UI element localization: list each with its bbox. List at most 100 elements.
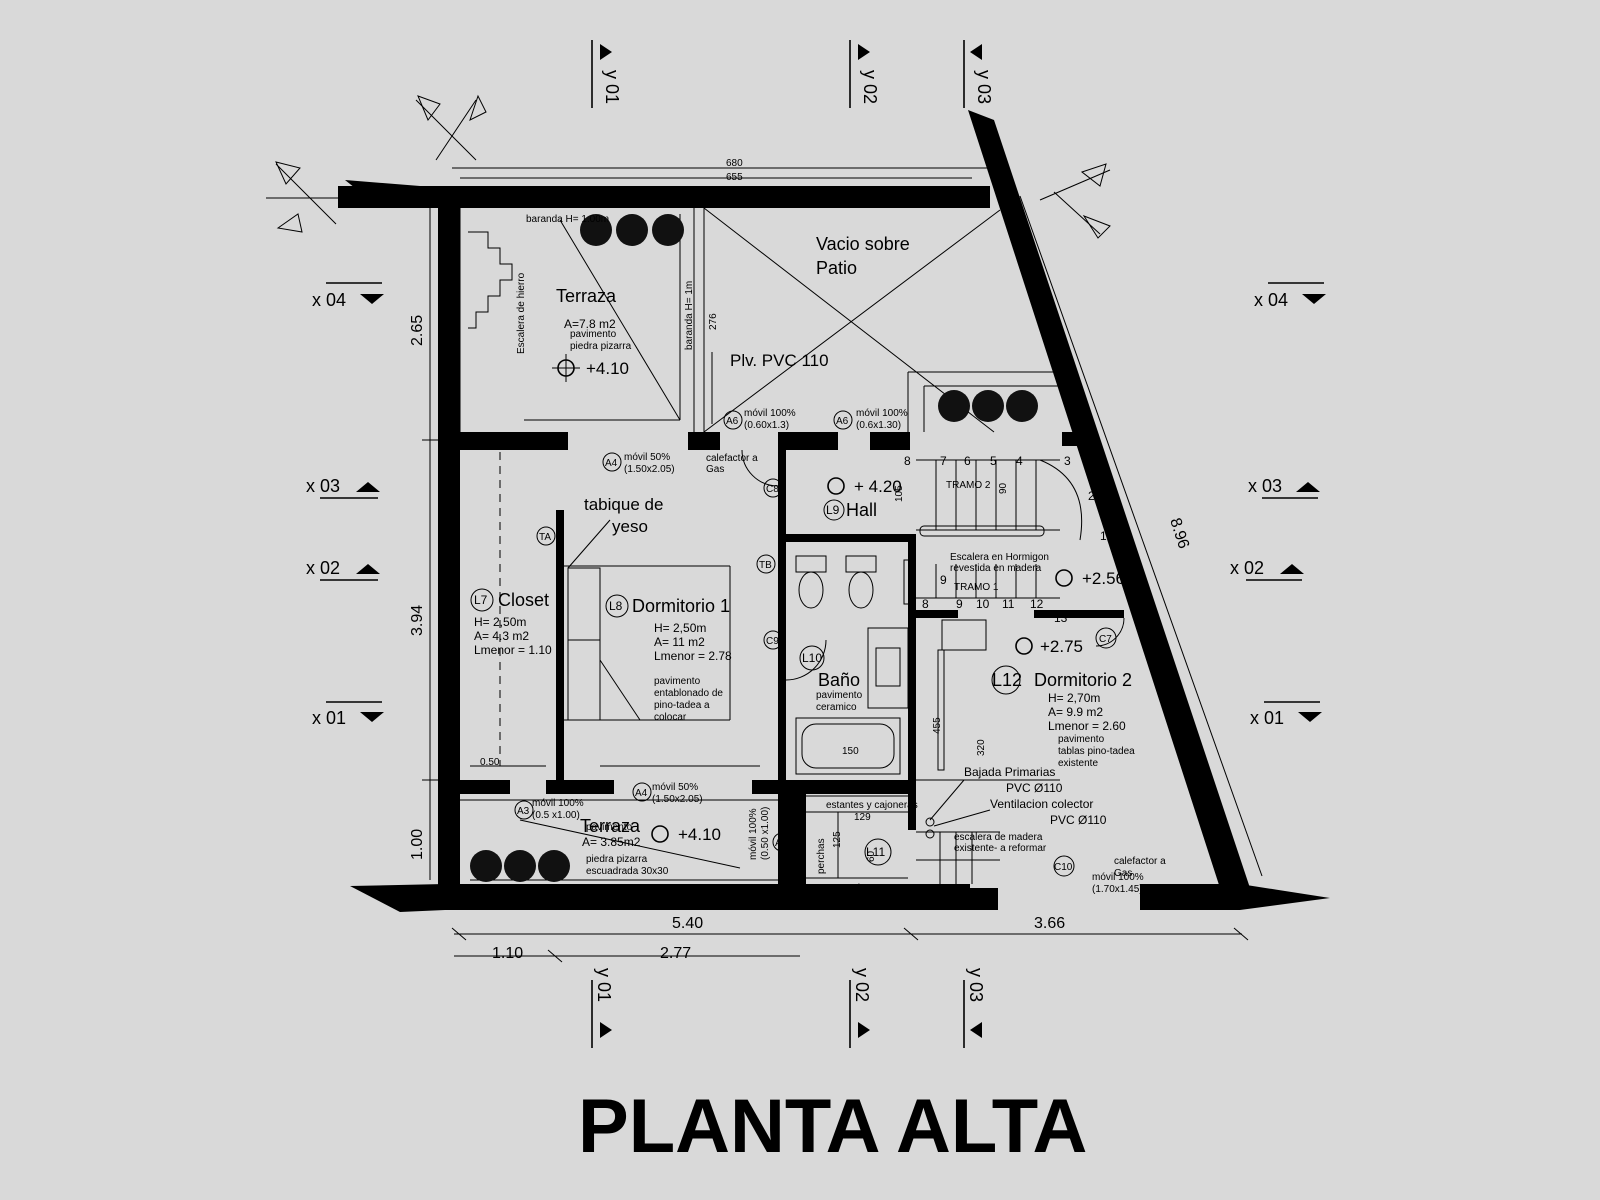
step-number: 12 (1030, 597, 1044, 611)
room-floor: pavimento (654, 676, 701, 687)
exterior-walls (338, 110, 1330, 912)
tag-text: móvil 100% (748, 808, 759, 860)
axis-arrow (970, 1022, 982, 1038)
room-code: L11 (866, 845, 885, 859)
dim-2-77: 2.77 (660, 945, 691, 962)
room-name: Terraza (580, 816, 641, 836)
pluvial-label: Plv. PVC 110 (730, 351, 829, 370)
tag-text: calefactor a (706, 453, 758, 464)
room-dormitorio-2: +2.75 L12 Dormitorio 2 H= 2,70m A= 9.9 m… (991, 637, 1135, 769)
tag-text: Gas (706, 464, 724, 475)
tabique-line2: yeso (612, 517, 648, 536)
room-code: L10 (802, 651, 822, 665)
room-closet: L7 Closet H= 2,50m A= 4.3 m2 Lmenor = 1.… (470, 588, 552, 657)
axis-right-x03: x 03 (1248, 476, 1282, 496)
step-number: 1 (1100, 529, 1107, 543)
tag-a3-left: A3 (517, 806, 530, 817)
level-mark-icon (1055, 569, 1073, 587)
step-number: 8 (922, 597, 929, 611)
level-mark-icon (651, 825, 669, 843)
bajada-text: Ventilacion colector (990, 797, 1093, 811)
tag-a3-right: A3 (775, 838, 788, 849)
stair-note: revestida en madera (950, 563, 1042, 574)
axis-arrow (600, 44, 612, 60)
stair-note: escalera de madera (954, 832, 1043, 843)
axis-markers: y 01 y 02 y 03 y 01 y 02 y 03 x 04 x 03 … (306, 40, 1326, 1048)
room-hall: L9 Hall + 4.20 (823, 477, 902, 521)
room-floor: pavimento (570, 329, 617, 340)
tag-text: (1.70x1.45) (1092, 884, 1143, 895)
tag-c10: C10 (1054, 862, 1073, 873)
bajada-text: PVC Ø110 (1050, 813, 1107, 827)
window-tags: A6 móvil 100% (0.60x1.3) A6 móvil 100% (… (514, 408, 1166, 895)
axis-arrow (858, 44, 870, 60)
dim-3-94: 3.94 (409, 605, 426, 636)
dim-0-50: 0.50 (480, 757, 500, 768)
axis-left-x01: x 01 (312, 708, 346, 728)
step-number: 13 (1054, 611, 1068, 625)
tag-a4-top: A4 (605, 458, 618, 469)
tag-text: móvil 50% (624, 452, 670, 463)
room-height: H= 2,50m (654, 621, 706, 635)
axis-arrow (858, 1022, 870, 1038)
dim-3-66: 3.66 (1034, 915, 1065, 932)
dim-276: 276 (708, 313, 719, 330)
step-number: 6 (964, 454, 971, 468)
room-code: L8 (609, 599, 623, 613)
tag-text: (0.60x1.3) (744, 420, 789, 431)
interior-walls (460, 432, 1124, 890)
tag-text: móvil 100% (532, 798, 584, 809)
tag-text: (1.50x2.05) (624, 464, 675, 475)
room-area: A= 4.3 m2 (474, 629, 529, 643)
axis-left-x04: x 04 (312, 290, 346, 310)
bajada-note: Bajada Primarias PVC Ø110 Ventilacion co… (925, 765, 1107, 854)
room-stair: TRAMO 2 TRAMO 1 Escalera en Hormigon rev… (946, 480, 1125, 593)
room-floor: ceramico (816, 702, 857, 713)
room-area: A= 9.9 m2 (1048, 705, 1103, 719)
room-dormitorio-1: L8 Dormitorio 1 H= 2,50m A= 11 m2 Lmenor… (605, 594, 732, 723)
step-number: 2 (1088, 489, 1095, 503)
l11-text: perchas (816, 838, 827, 874)
dim-150: 150 (842, 746, 859, 757)
tag-text: (1.50x2.05) (652, 794, 703, 805)
tag-text: (0.6x1.30) (856, 420, 901, 431)
axis-bottom-y03: y 03 (966, 968, 986, 1002)
dim-5-40: 5.40 (672, 915, 703, 932)
axis-right-x01: x 01 (1250, 708, 1284, 728)
dim-125: 125 (832, 831, 843, 848)
l11-text: estantes y cajoneras (826, 800, 918, 811)
vacio-line2: Patio (816, 258, 857, 278)
axis-left-x02: x 02 (306, 558, 340, 578)
room-bano: L10 Baño pavimento ceramico (799, 645, 863, 713)
tag-c9: C9 (766, 636, 779, 647)
bajada-text: Bajada Primarias (964, 765, 1055, 779)
step-number: 5 (990, 454, 997, 468)
step-number: 9 (940, 573, 947, 587)
axis-right-x02: x 02 (1230, 558, 1264, 578)
room-area: A= 3.85m2 (582, 835, 641, 849)
tag-c8: C8 (766, 484, 779, 495)
iron-stair-label: Escalera de hierro (516, 272, 527, 354)
room-floor: escuadrada 30x30 (586, 866, 669, 877)
room-floor: colocar (654, 712, 687, 723)
step-number: 9 (956, 597, 963, 611)
dim-105: 105 (894, 485, 905, 502)
room-height: H= 2,50m (474, 615, 526, 629)
room-tabique: tabique de yeso (567, 495, 663, 569)
dim-655: 655 (726, 172, 743, 183)
axis-bottom-y02: y 02 (852, 968, 872, 1002)
room-floor: piedra pizarra (570, 341, 632, 352)
step-number: 10 (976, 597, 990, 611)
room-code: L9 (826, 503, 840, 517)
stair-note: Escalera en Hormigon (950, 552, 1049, 563)
stair-label: TRAMO 1 (954, 582, 999, 593)
axis-bottom-y01: y 01 (594, 968, 614, 1002)
tag-tb: TB (759, 560, 772, 571)
tag-text: móvil 100% (1092, 872, 1144, 883)
room-name: Baño (818, 670, 860, 690)
dim-455: 455 (932, 717, 943, 734)
l11-text: zapatera (836, 882, 875, 893)
room-area: A= 11 m2 (654, 635, 705, 649)
room-level: + 4.20 (854, 477, 902, 496)
